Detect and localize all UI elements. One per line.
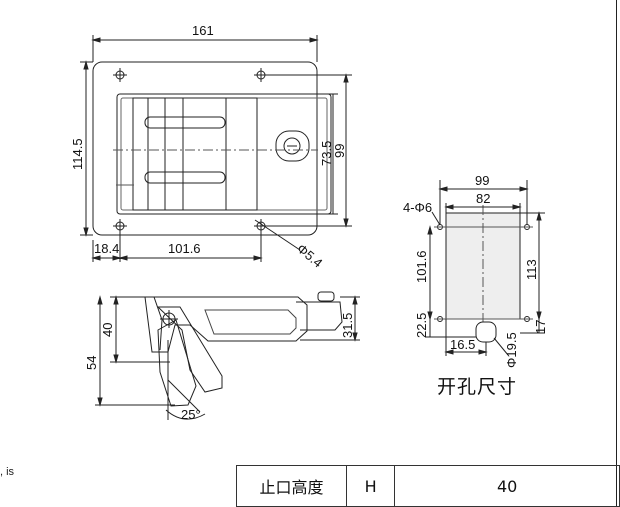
- dim-side-body-height: 40: [100, 323, 115, 337]
- flange-plate: [92, 61, 318, 236]
- cutout-slot: [475, 321, 497, 343]
- cutout-caption: 开孔尺寸: [437, 376, 518, 398]
- front-view: [80, 35, 352, 262]
- dim-inner-height: 73.5: [319, 141, 334, 166]
- lock-housing: [275, 130, 310, 162]
- grip-slot-top: [144, 116, 226, 129]
- dim-cutout-inner-width: 82: [476, 191, 490, 206]
- spec-label: 止口高度: [235, 465, 348, 507]
- dim-cutout-bottom-offset: 22.5: [414, 313, 429, 338]
- spec-value: 40: [394, 465, 620, 507]
- spec-table: 止口高度 H 40: [235, 465, 620, 507]
- dim-side-total-height: 54: [84, 356, 99, 370]
- dim-cutout-pitch-v: 101.6: [414, 250, 429, 283]
- lock-cylinder: [283, 137, 301, 155]
- dim-cutout-side-offset: 17: [533, 320, 548, 334]
- dim-cutout-holes: 4-Φ6: [403, 200, 432, 215]
- cutout-view: [425, 180, 545, 356]
- dim-cutout-slot-offset: 16.5: [450, 337, 475, 352]
- dim-side-flange-height: 31.5: [340, 313, 355, 338]
- spec-symbol: H: [346, 465, 396, 507]
- grip-slot-bottom: [144, 171, 226, 184]
- dim-cutout-outer-width: 99: [475, 173, 489, 188]
- dim-hole-pitch-v: 99: [332, 144, 347, 158]
- dim-offset-left: 18.4: [94, 241, 119, 256]
- side-view: [95, 291, 360, 420]
- dim-hole-pitch-h: 101.6: [168, 241, 201, 256]
- edge-note: , is: [0, 466, 15, 478]
- side-body: [135, 296, 308, 353]
- side-latch: [296, 301, 343, 331]
- dim-hole-dia: Φ5.4: [294, 241, 325, 271]
- right-border: [616, 0, 617, 506]
- dim-width: 161: [192, 23, 214, 38]
- dim-height: 114.5: [70, 138, 85, 170]
- dim-angle: 25°: [181, 407, 201, 422]
- dim-cutout-height: 113: [524, 259, 539, 280]
- spec-row: 止口高度 H 40: [235, 465, 620, 507]
- recessed-pan: [116, 93, 332, 215]
- handle-lever: [156, 306, 223, 393]
- dim-cutout-slot-dia: Φ19.5: [504, 332, 519, 368]
- handle-block: [132, 97, 258, 211]
